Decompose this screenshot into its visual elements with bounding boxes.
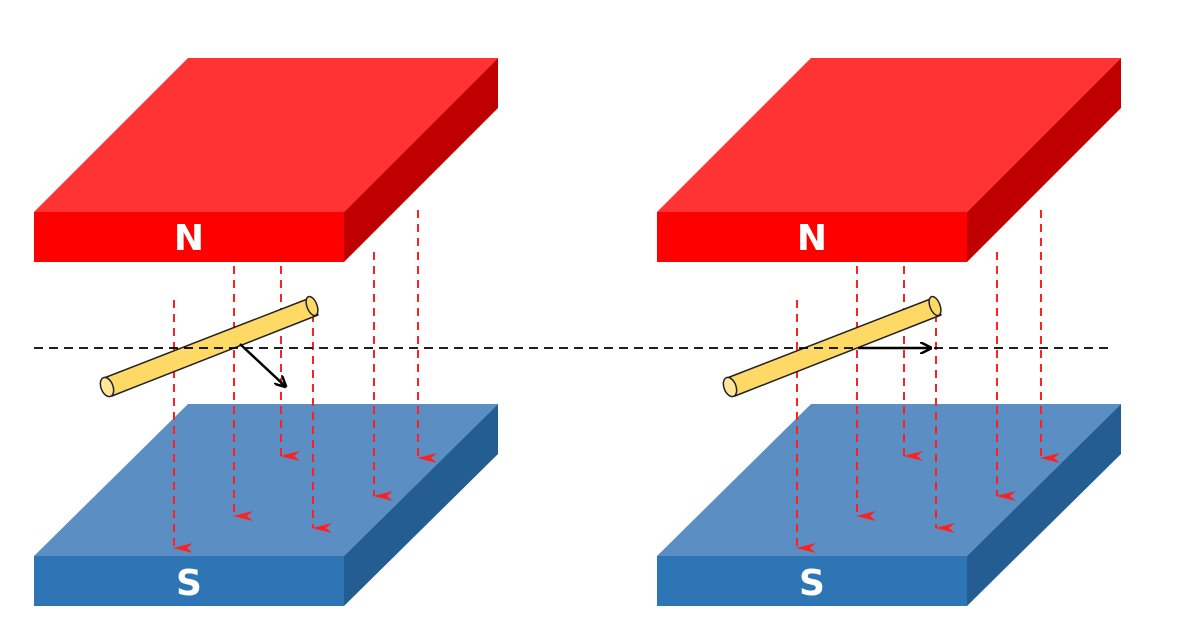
north-magnet-front (657, 212, 967, 262)
north-magnet-side (967, 58, 1121, 262)
rod-end-near (99, 376, 115, 398)
north-pole-label: N (174, 218, 204, 259)
conducting-rod (722, 295, 942, 398)
north-magnet: N (34, 58, 498, 262)
force-arrow (239, 343, 285, 386)
rod-end-far (305, 295, 319, 317)
south-magnet-top (657, 404, 1121, 556)
south-pole-label: S (176, 563, 202, 604)
south-magnet: S (657, 404, 1121, 606)
rod-body (103, 297, 319, 397)
north-magnet-front (34, 212, 344, 262)
rod-end-far (928, 295, 942, 317)
south-magnet-side (967, 404, 1121, 606)
south-pole-label: S (799, 563, 825, 604)
conducting-rod (99, 295, 319, 398)
north-pole-label: N (797, 218, 827, 259)
magnetic-field-lines (796, 210, 1060, 553)
south-magnet: S (34, 404, 498, 606)
left-panel: S N (34, 58, 498, 606)
rod-end-near (722, 376, 738, 398)
south-magnet-side (344, 404, 498, 606)
magnetic-field-lines (173, 210, 437, 553)
north-magnet: N (657, 58, 1121, 262)
south-magnet-front (34, 556, 344, 606)
south-magnet-top (34, 404, 498, 556)
south-magnet-front (657, 556, 967, 606)
north-magnet-side (344, 58, 498, 262)
north-magnet-top (34, 58, 498, 212)
right-panel: S N (657, 58, 1121, 606)
north-magnet-top (657, 58, 1121, 212)
